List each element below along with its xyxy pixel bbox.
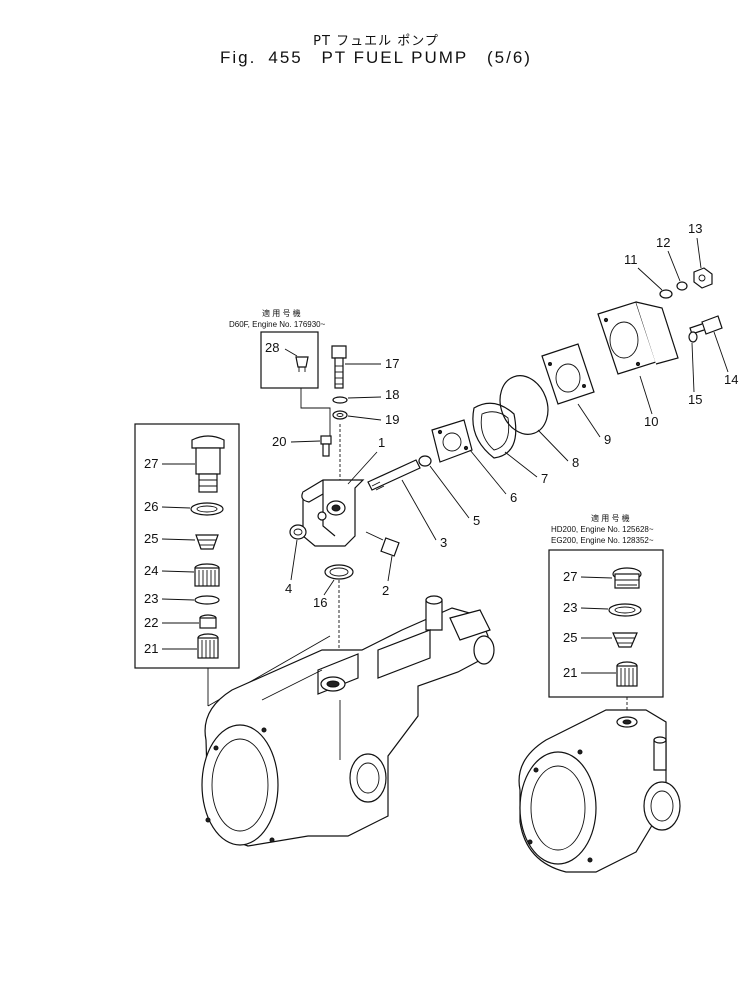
callout-26: 26 — [144, 499, 158, 514]
fig-label: Fig. — [220, 48, 257, 67]
callout-3: 3 — [440, 535, 447, 550]
part-25-spring-left — [195, 534, 219, 550]
callout-27-right: 27 — [563, 569, 577, 584]
callout-21-left: 21 — [144, 641, 158, 656]
callout-23-right: 23 — [563, 600, 577, 615]
part-19-seal — [332, 410, 348, 420]
note-right-applicability: 適 用 号 機 HD200, Engine No. 125628~ EG200,… — [551, 513, 654, 545]
callout-6: 6 — [510, 490, 517, 505]
callout-1: 1 — [378, 435, 385, 450]
callout-25-right: 25 — [563, 630, 577, 645]
part-28-box — [260, 331, 319, 389]
part-10-cover — [597, 301, 679, 375]
note-left-line: D60F, Engine No. 176930~ — [229, 320, 326, 329]
part-21-screen-left — [197, 633, 219, 659]
part-23-o-ring-left — [194, 595, 220, 605]
fuel-pump-main — [201, 595, 495, 847]
part-27-valve-left — [191, 435, 225, 493]
callout-2: 2 — [382, 583, 389, 598]
part-title: PT FUEL PUMP — [321, 48, 469, 67]
note-right-line2: EG200, Engine No. 128352~ — [551, 536, 654, 545]
part-6-flange — [431, 419, 473, 463]
right-parts-box — [548, 549, 664, 698]
part-9-plate — [541, 343, 595, 405]
callout-9: 9 — [604, 432, 611, 447]
callout-10: 10 — [644, 414, 658, 429]
part-21-screen-right — [616, 661, 638, 687]
callout-15: 15 — [688, 392, 702, 407]
callout-18: 18 — [385, 387, 399, 402]
callout-11: 11 — [624, 252, 638, 267]
part-23-o-ring-right — [608, 603, 642, 617]
part-20-screw — [320, 435, 332, 457]
drawing-title: Fig. 455 PT FUEL PUMP (5/6) — [0, 48, 752, 68]
part-27-valve-right — [612, 567, 642, 589]
callout-4: 4 — [285, 581, 292, 596]
part-18-washer — [332, 396, 348, 404]
callout-17: 17 — [385, 356, 399, 371]
part-2-plug — [365, 531, 400, 557]
part-8-o-ring — [499, 375, 549, 435]
drawing-title-japanese: PT フュエル ポンプ — [313, 34, 439, 49]
callout-25-left: 25 — [144, 531, 158, 546]
left-parts-box — [134, 423, 240, 669]
part-1-housing — [301, 479, 365, 547]
part-24-filter — [194, 563, 220, 587]
part-13-nut — [693, 267, 713, 289]
note-right-title: 適 用 号 機 — [591, 513, 630, 523]
fig-number: 455 — [268, 48, 303, 67]
part-17-bolt — [331, 345, 347, 389]
note-right-line1: HD200, Engine No. 125628~ — [551, 525, 654, 534]
callout-27-left: 27 — [144, 456, 158, 471]
callout-5: 5 — [473, 513, 480, 528]
part-3-shaft — [367, 459, 421, 491]
callout-8: 8 — [572, 455, 579, 470]
callout-14: 14 — [724, 372, 738, 387]
note-left-applicability: 適 用 号 機 D60F, Engine No. 176930~ — [229, 308, 326, 329]
fuel-pump-secondary — [518, 709, 681, 873]
part-16-seal-ring — [324, 564, 354, 580]
part-7-gasket — [472, 402, 517, 459]
part-25-spring-right — [612, 632, 638, 648]
part-26-washer — [190, 502, 224, 516]
callout-16: 16 — [313, 595, 327, 610]
part-4-nut — [289, 524, 307, 540]
callout-24: 24 — [144, 563, 158, 578]
callout-20: 20 — [272, 434, 286, 449]
callout-21-right: 21 — [563, 665, 577, 680]
part-15-washer — [688, 331, 698, 343]
part-5-o-ring — [418, 455, 432, 467]
callout-7: 7 — [541, 471, 548, 486]
part-14-bolt — [689, 315, 723, 335]
callout-12: 12 — [656, 235, 670, 250]
callout-13: 13 — [688, 221, 702, 236]
callout-23-left: 23 — [144, 591, 158, 606]
part-12-lock-washer — [676, 281, 688, 291]
part-11-washer — [659, 289, 673, 299]
note-left-title: 適 用 号 機 — [262, 308, 301, 318]
callout-19: 19 — [385, 412, 399, 427]
sheet-number: (5/6) — [487, 48, 532, 67]
callout-22: 22 — [144, 615, 158, 630]
callout-28: 28 — [265, 340, 279, 355]
part-22-seat — [199, 614, 217, 629]
part-28-plug — [295, 356, 309, 372]
